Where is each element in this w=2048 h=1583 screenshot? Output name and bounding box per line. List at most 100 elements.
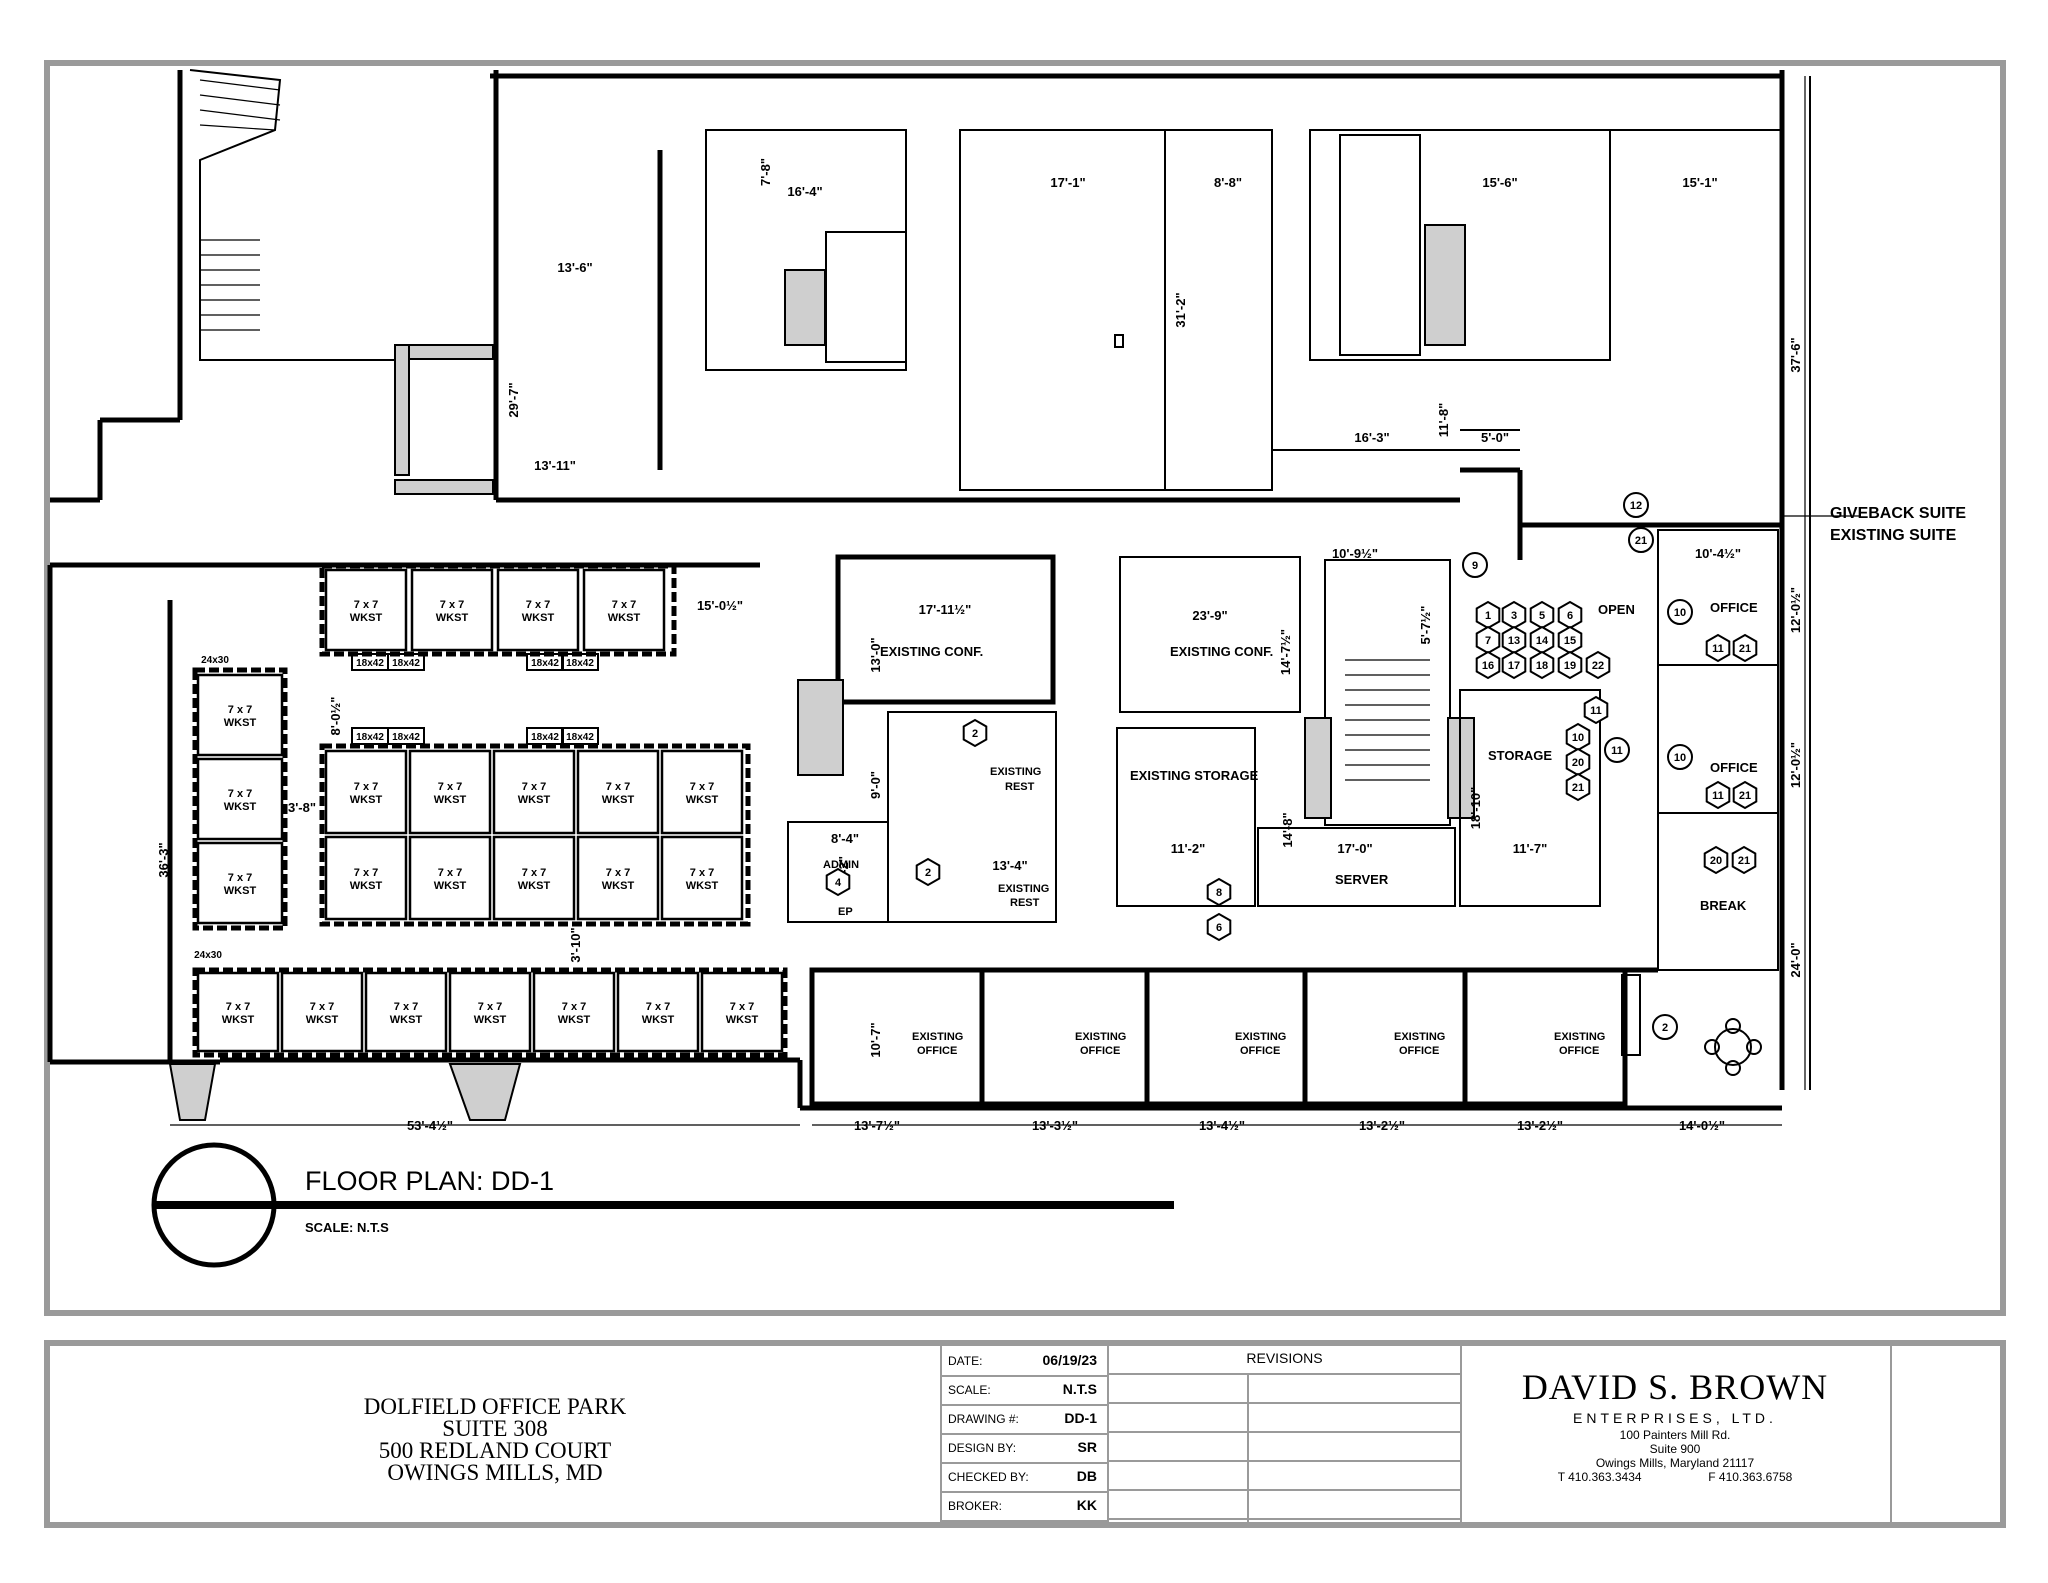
workstation-type-label: WKST bbox=[522, 612, 555, 624]
dimension-label: 13'-11" bbox=[534, 458, 576, 473]
label-existing-conf-2: EXISTING CONF. bbox=[1170, 644, 1273, 659]
label-giveback-suite: GIVEBACK SUITE bbox=[1830, 505, 1966, 522]
dimension-label: 24'-0" bbox=[1788, 942, 1803, 977]
workstation-type-label: WKST bbox=[602, 794, 635, 806]
dimension-label: 14'-7½" bbox=[1278, 629, 1293, 675]
plan-frame bbox=[44, 60, 2006, 1316]
svg-text:17: 17 bbox=[1508, 660, 1520, 672]
label-existing-rest-2b: REST bbox=[1010, 897, 1040, 909]
workstation-size-label: 7 x 7 bbox=[690, 781, 714, 793]
dimension-label: 15'-6" bbox=[1482, 175, 1517, 190]
plan-title-block: FLOOR PLAN: DD-1 SCALE: N.T.S bbox=[151, 1142, 1174, 1268]
dimension-label: 5'-7½" bbox=[1418, 606, 1433, 645]
project-line-2: SUITE 308 bbox=[442, 1416, 548, 1441]
furniture-tag: 4 bbox=[825, 867, 851, 897]
plan-title: FLOOR PLAN: DD-1 bbox=[305, 1166, 554, 1196]
workstation-type-label: WKST bbox=[642, 1014, 675, 1026]
furniture-tag: 15 bbox=[1557, 625, 1583, 655]
label-break: BREAK bbox=[1700, 898, 1747, 913]
svg-text:21: 21 bbox=[1739, 790, 1751, 802]
company-subtitle: ENTERPRISES, LTD. bbox=[1573, 1410, 1777, 1426]
title-block: DOLFIELD OFFICE PARK SUITE 308 500 REDLA… bbox=[50, 1346, 2000, 1522]
dimension-label: 17'-0" bbox=[1337, 841, 1372, 856]
workstation-type-label: WKST bbox=[434, 794, 467, 806]
workstation-size-label: 7 x 7 bbox=[440, 599, 464, 611]
furniture-tag: 2 bbox=[915, 857, 941, 887]
dimension-label: 13'-4½" bbox=[1199, 1118, 1245, 1133]
svg-text:7: 7 bbox=[1485, 635, 1491, 647]
furniture-tag: 7 bbox=[1475, 625, 1501, 655]
label-existing-office-4a: EXISTING bbox=[1394, 1031, 1445, 1043]
svg-text:2: 2 bbox=[925, 867, 931, 879]
workstation-type-label: WKST bbox=[224, 885, 257, 897]
file-cabinet-label: 18x42 bbox=[356, 658, 384, 669]
furniture-tag: 8 bbox=[1206, 877, 1232, 907]
workstation-size-label: 7 x 7 bbox=[730, 1001, 754, 1013]
dimension-label: 13'-2½" bbox=[1517, 1118, 1563, 1133]
company-address-3: Owings Mills, Maryland 21117 bbox=[1595, 1456, 1755, 1470]
label-server: SERVER bbox=[1335, 872, 1389, 887]
project-info: DOLFIELD OFFICE PARK SUITE 308 500 REDLA… bbox=[50, 1395, 940, 1485]
workstation-type-label: WKST bbox=[602, 880, 635, 892]
revisions-header: REVISIONS bbox=[1246, 1350, 1323, 1366]
furniture-tag: 19 bbox=[1557, 650, 1583, 680]
furniture-tag: 12 bbox=[1623, 492, 1649, 518]
workstation-type-label: WKST bbox=[726, 1014, 759, 1026]
furniture-tag: 21 bbox=[1732, 780, 1758, 810]
file-cabinet-label: 18x42 bbox=[356, 732, 384, 743]
label-existing-rest-1b: REST bbox=[1005, 781, 1035, 793]
svg-text:15: 15 bbox=[1564, 635, 1576, 647]
label-office-1: OFFICE bbox=[1710, 600, 1758, 615]
company-name: DAVID S. BROWN bbox=[1521, 1367, 1829, 1407]
dimension-label: 36'-3" bbox=[156, 842, 171, 877]
dimension-label: 10'-4½" bbox=[1695, 546, 1741, 561]
label-existing-office-3a: EXISTING bbox=[1235, 1031, 1286, 1043]
label-existing-office-2b: OFFICE bbox=[1080, 1045, 1120, 1057]
workstation-type-label: WKST bbox=[608, 612, 641, 624]
furniture-tag: 17 bbox=[1501, 650, 1527, 680]
workstation-type-label: WKST bbox=[518, 880, 551, 892]
field-row: DESIGN BY:SR bbox=[942, 1433, 1107, 1464]
dimension-label: 17'-1" bbox=[1050, 175, 1085, 190]
workstation-size-label: 7 x 7 bbox=[354, 867, 378, 879]
workstation-type-label: WKST bbox=[390, 1014, 423, 1026]
dimension-label: 37'-6" bbox=[1788, 337, 1803, 372]
label-existing-office-2a: EXISTING bbox=[1075, 1031, 1126, 1043]
field-value: KK bbox=[1076, 1497, 1097, 1513]
svg-text:19: 19 bbox=[1564, 660, 1576, 672]
label-existing-conf-1: EXISTING CONF. bbox=[880, 644, 983, 659]
project-line-4: OWINGS MILLS, MD bbox=[387, 1460, 603, 1485]
workstation-size-label: 7 x 7 bbox=[394, 1001, 418, 1013]
file-cabinet-label: 24x30 bbox=[201, 655, 229, 666]
workstation-type-label: WKST bbox=[436, 612, 469, 624]
svg-text:21: 21 bbox=[1635, 535, 1647, 547]
furniture-tag: 11 bbox=[1604, 737, 1630, 763]
dimension-label: 16'-3" bbox=[1354, 430, 1389, 445]
svg-text:20: 20 bbox=[1572, 757, 1584, 769]
label-existing-office-3b: OFFICE bbox=[1240, 1045, 1280, 1057]
svg-text:10: 10 bbox=[1674, 752, 1686, 764]
dimension-label: 14'-0½" bbox=[1679, 1118, 1725, 1133]
svg-text:4: 4 bbox=[835, 877, 842, 889]
project-line-3: 500 REDLAND COURT bbox=[378, 1438, 612, 1463]
field-value: SR bbox=[1077, 1439, 1097, 1455]
file-cabinet-label: 18x42 bbox=[566, 732, 594, 743]
workstation-size-label: 7 x 7 bbox=[354, 599, 378, 611]
furniture-tag: 3 bbox=[1501, 600, 1527, 630]
workstation-size-label: 7 x 7 bbox=[522, 781, 546, 793]
dimension-labels: 13'-6"13'-11"29'-7"16'-4"7'-8"17'-1"8'-8… bbox=[156, 158, 1803, 1133]
workstation-type-label: WKST bbox=[224, 801, 257, 813]
dimension-label: 12'-0½" bbox=[1788, 587, 1803, 633]
dimension-label: 9'-0" bbox=[868, 771, 883, 799]
furniture-tag: 21 bbox=[1731, 845, 1757, 875]
workstation-size-label: 7 x 7 bbox=[228, 704, 252, 716]
svg-text:11: 11 bbox=[1712, 790, 1724, 802]
furniture-tag: 5 bbox=[1529, 600, 1555, 630]
